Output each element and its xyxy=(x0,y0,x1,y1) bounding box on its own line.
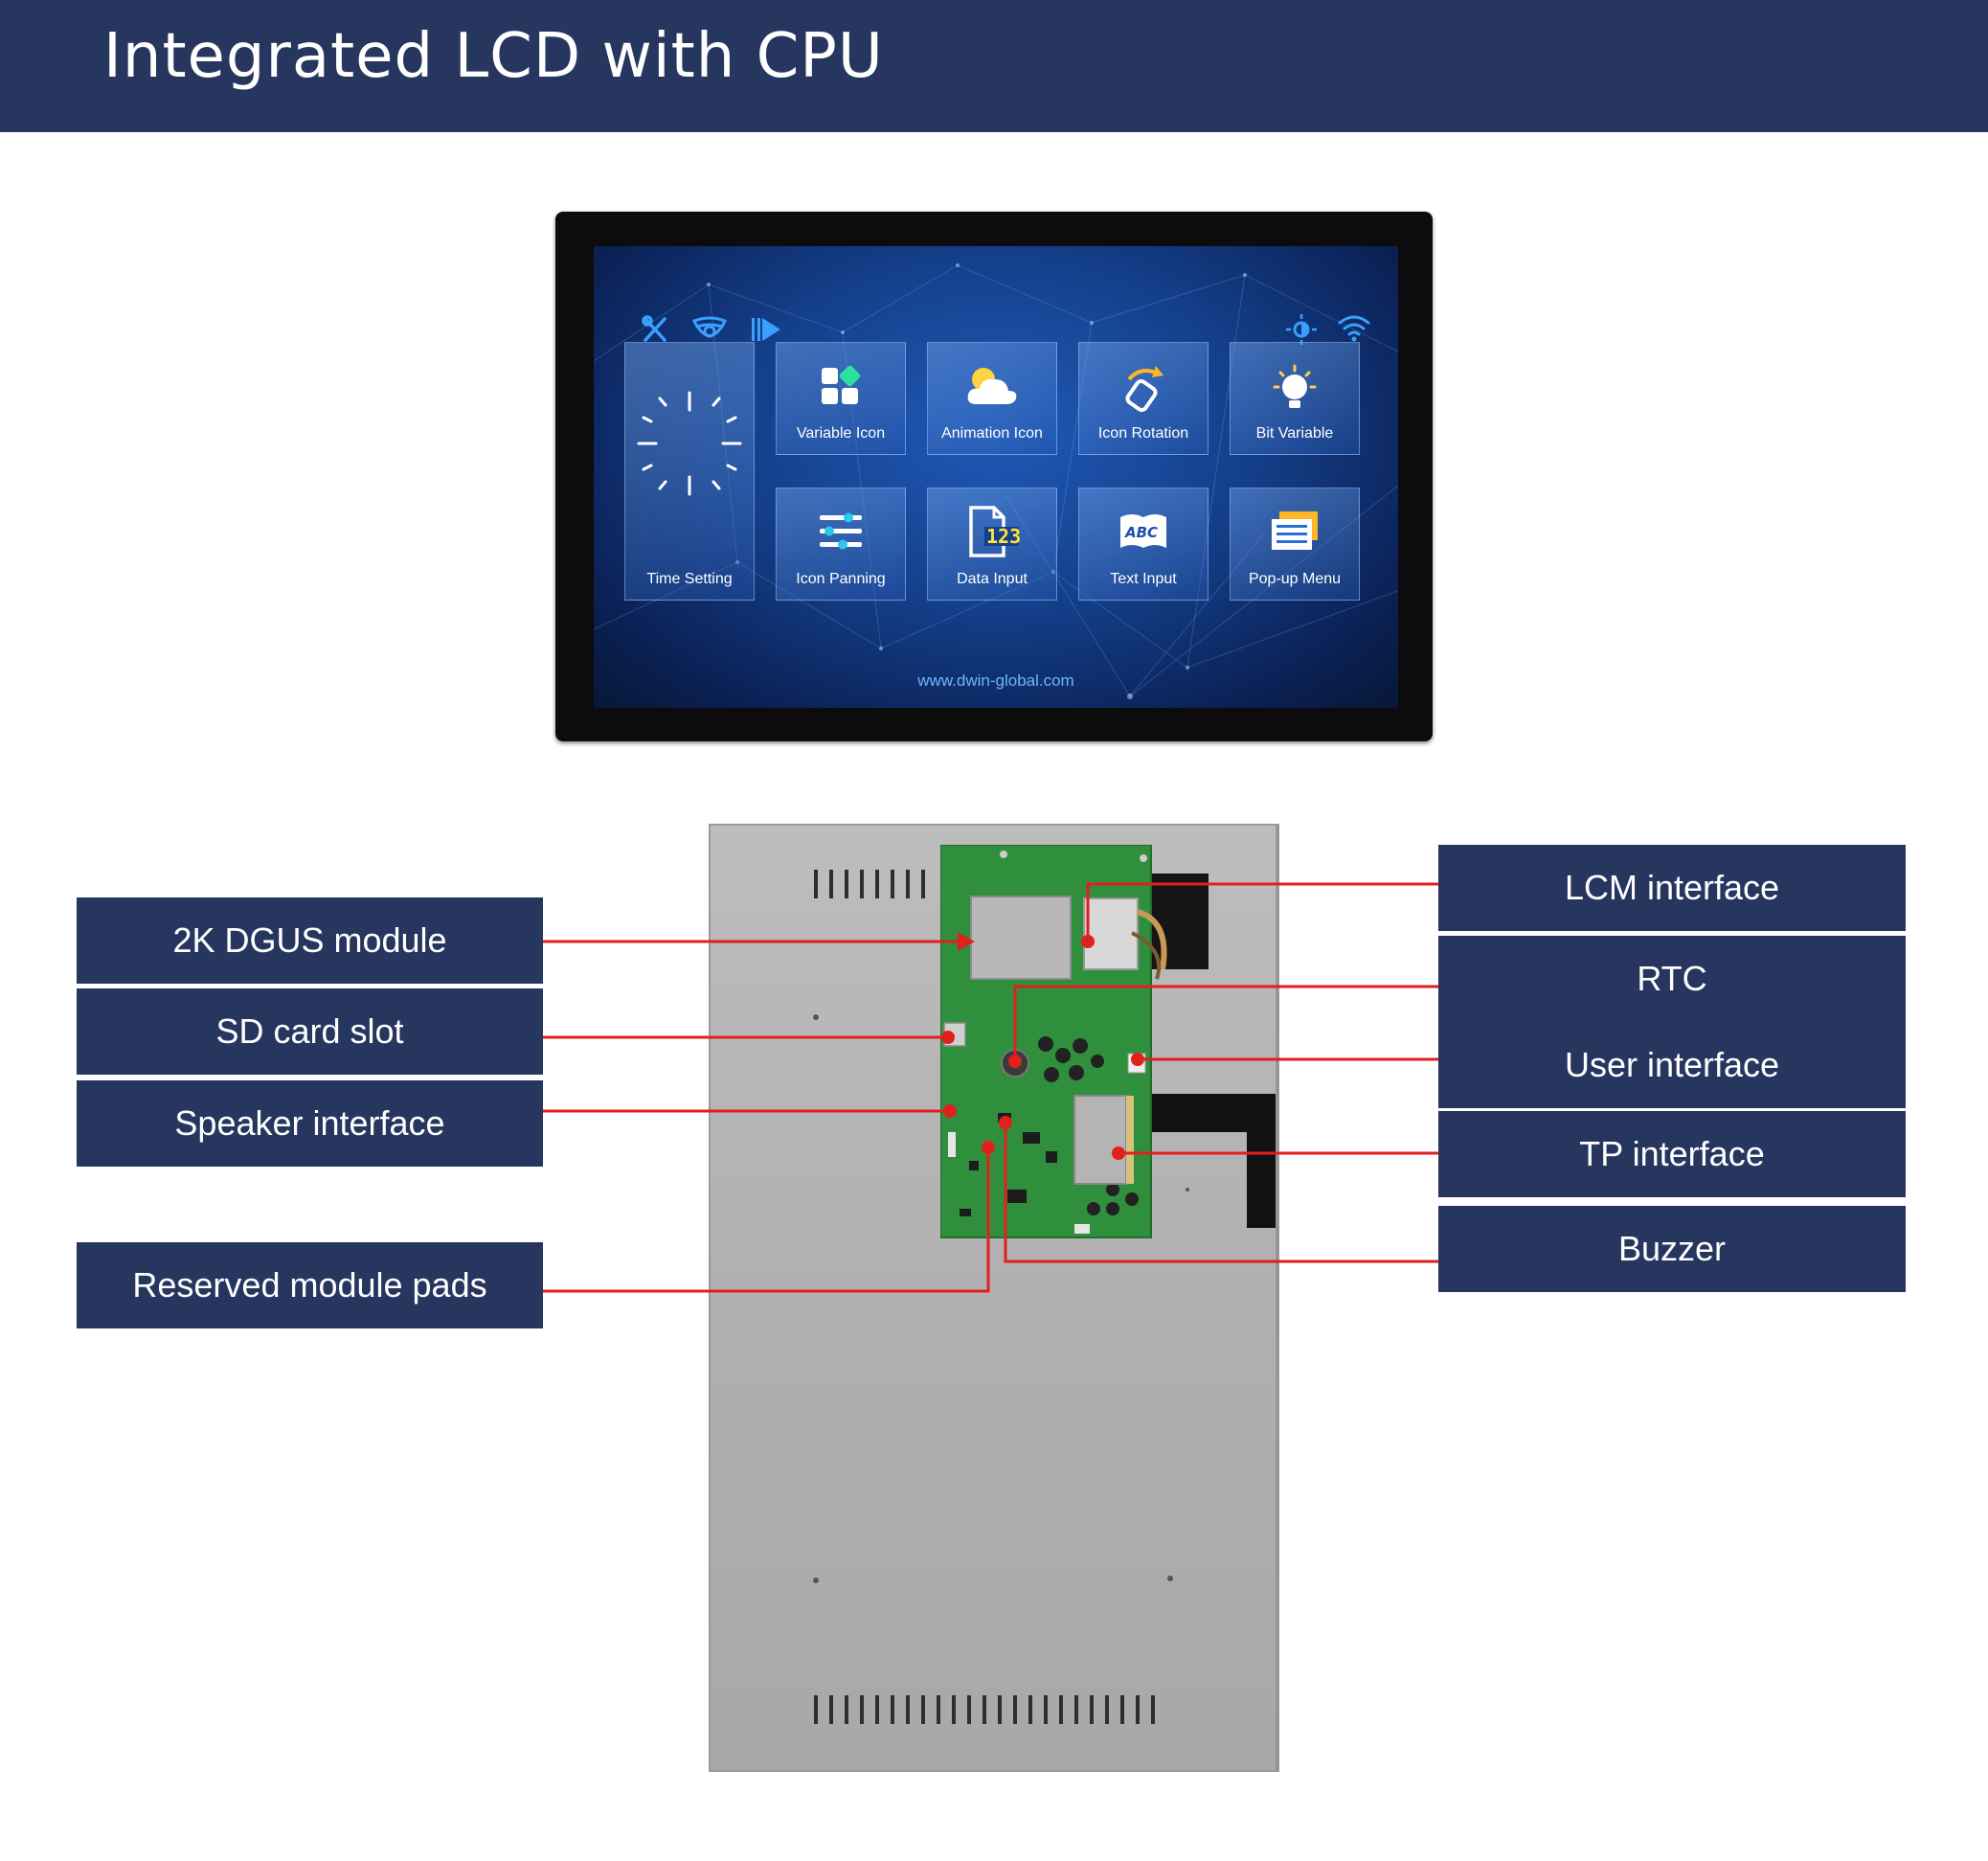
dot-user-interface xyxy=(1131,1053,1144,1066)
leader-lcm xyxy=(1086,882,1438,942)
tile-label: Text Input xyxy=(1110,571,1177,587)
sliders-icon xyxy=(820,512,862,550)
tile-bit-variable[interactable]: Bit Variable xyxy=(1230,342,1360,455)
lcd-front-view: Time Setting Variable Icon Animation Ico… xyxy=(555,212,1433,741)
tile-text-input[interactable]: ABC Text Input xyxy=(1078,488,1209,601)
callout-2k-dgus-module: 2K DGUS module xyxy=(77,897,543,984)
svg-text:ABC: ABC xyxy=(1124,524,1158,541)
main-pcb-board xyxy=(940,845,1276,1238)
dot-tp xyxy=(1112,1146,1125,1160)
callout-tp-interface: TP interface xyxy=(1438,1111,1906,1197)
wifi-icon[interactable] xyxy=(1337,313,1371,342)
tile-label: Variable Icon xyxy=(796,425,886,442)
page-title: Integrated LCD with CPU xyxy=(103,21,884,92)
tile-label: Time Setting xyxy=(646,571,733,587)
network-background xyxy=(594,263,1398,699)
tile-label: Animation Icon xyxy=(941,425,1043,442)
menu-stack-icon xyxy=(1272,511,1318,550)
grid-icon xyxy=(822,365,861,404)
abc-book-icon: ABC xyxy=(1120,514,1166,548)
callout-rtc: RTC xyxy=(1438,936,1906,1022)
bulb-icon xyxy=(1273,364,1317,408)
tp-module xyxy=(1073,1095,1127,1185)
dot-lcm xyxy=(1081,935,1095,948)
dot-speaker xyxy=(943,1104,957,1118)
tile-label: Data Input xyxy=(957,571,1028,587)
svg-text:123: 123 xyxy=(986,525,1021,548)
tile-time-setting[interactable]: Time Setting xyxy=(624,342,755,601)
callout-buzzer: Buzzer xyxy=(1438,1206,1906,1292)
dot-rtc xyxy=(1008,1055,1022,1068)
tile-label: Icon Panning xyxy=(796,571,886,587)
cloud-sun-icon xyxy=(967,368,1017,404)
tile-popup-menu[interactable]: Pop-up Menu xyxy=(1230,488,1360,601)
clock-icon xyxy=(637,391,742,496)
dot-buzzer xyxy=(999,1116,1012,1129)
number-file-icon: 123 xyxy=(969,506,1021,557)
callout-sd-card-slot: SD card slot xyxy=(77,988,543,1075)
tile-variable-icon[interactable]: Variable Icon xyxy=(776,342,906,455)
website-url: www.dwin-global.com xyxy=(917,671,1074,690)
dot-sd-card xyxy=(941,1031,955,1044)
brightness-icon[interactable] xyxy=(1285,313,1318,346)
callout-reserved-module-pads: Reserved module pads xyxy=(77,1242,543,1328)
leader-buzzer xyxy=(1004,1123,1438,1263)
callout-lcm-interface: LCM interface xyxy=(1438,845,1906,931)
dot-reserved-pads xyxy=(982,1141,995,1154)
tile-icon-rotation[interactable]: Icon Rotation xyxy=(1078,342,1209,455)
leader-rtc xyxy=(1013,985,1438,1061)
tile-data-input[interactable]: 123 Data Input xyxy=(927,488,1057,601)
leader-reserved-pads xyxy=(543,1147,990,1293)
dgus-module-shield xyxy=(970,896,1072,980)
tile-label: Icon Rotation xyxy=(1097,425,1189,442)
lcd-screen: Time Setting Variable Icon Animation Ico… xyxy=(594,246,1398,708)
callout-speaker-interface: Speaker interface xyxy=(77,1080,543,1167)
play-icon[interactable] xyxy=(749,313,783,346)
tile-animation-icon[interactable]: Animation Icon xyxy=(927,342,1057,455)
callout-user-interface: User interface xyxy=(1438,1022,1906,1108)
tools-icon[interactable] xyxy=(640,313,672,346)
lcm-connector xyxy=(1083,897,1139,970)
title-banner: Integrated LCD with CPU xyxy=(0,0,1988,132)
camera-icon[interactable] xyxy=(691,313,728,346)
rotate-icon xyxy=(1125,366,1163,412)
tile-label: Bit Variable xyxy=(1255,425,1334,442)
tile-icon-panning[interactable]: Icon Panning xyxy=(776,488,906,601)
tile-label: Pop-up Menu xyxy=(1248,571,1342,587)
arrow-2k-dgus xyxy=(958,932,975,951)
